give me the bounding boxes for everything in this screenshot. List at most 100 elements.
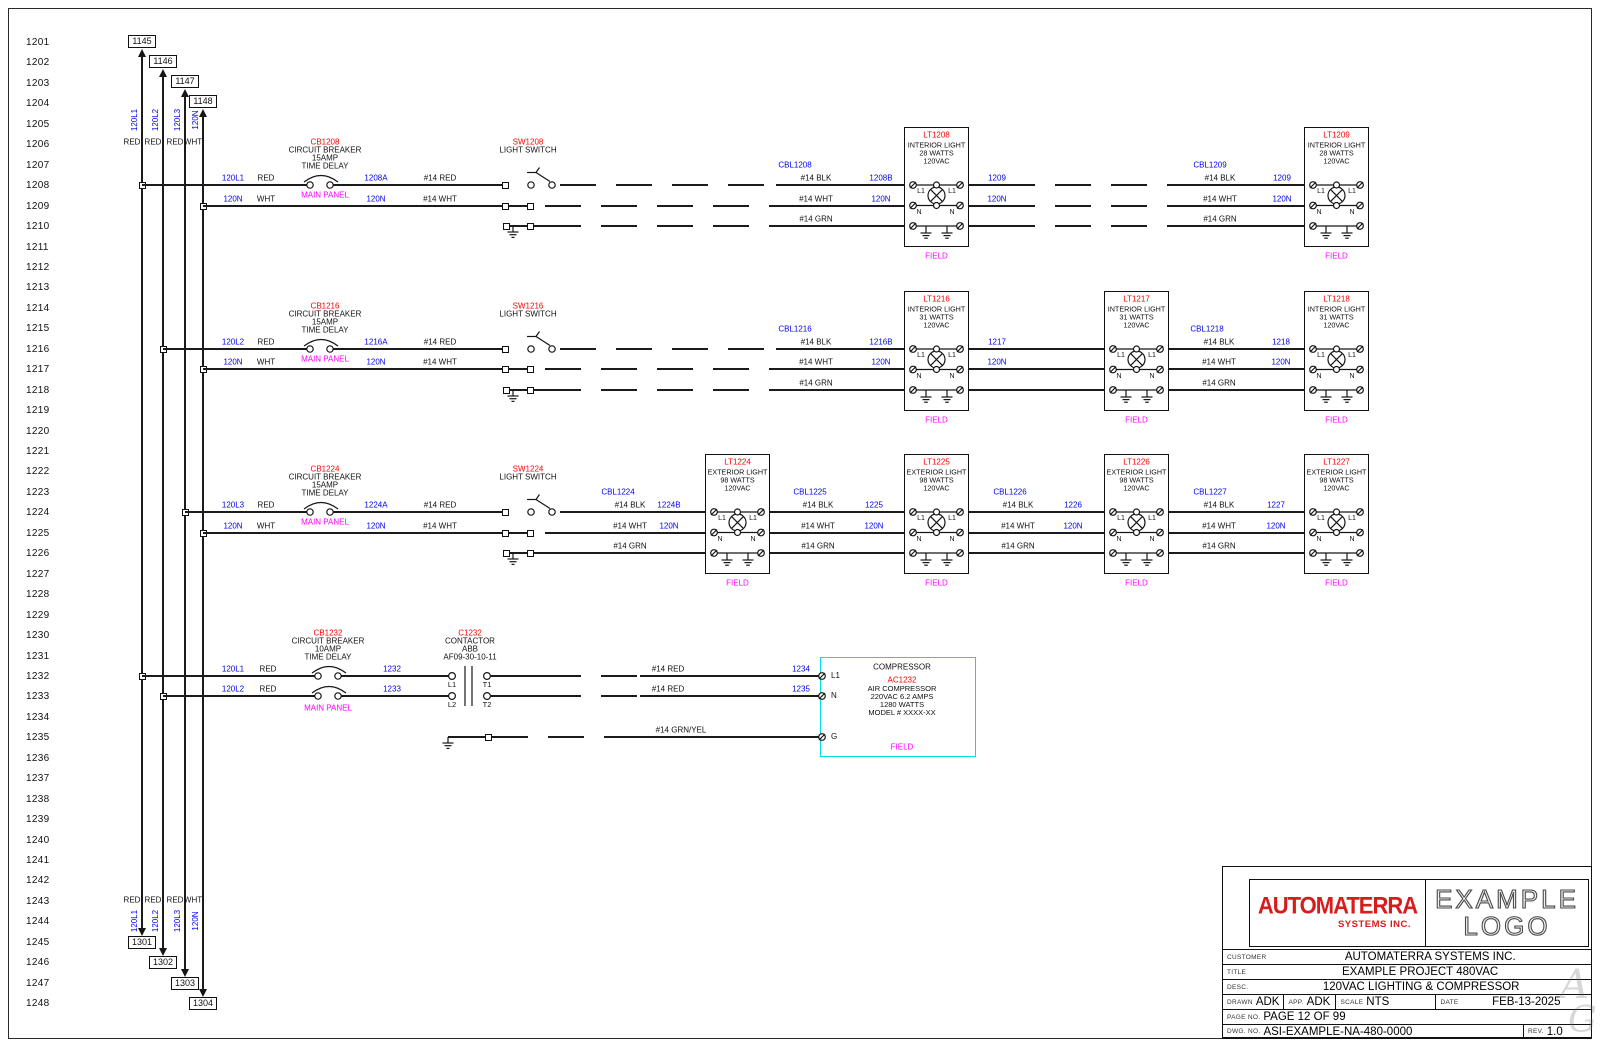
wire-dashed [1199,552,1203,554]
fixture-desc: EXTERIOR LIGHT [1306,467,1367,477]
terminal-label: N [1116,535,1122,543]
wire-label: 120N [1266,521,1286,531]
wire-label: CIRCUIT BREAKER [288,309,362,319]
terminal-label: L1 [1317,352,1325,359]
wire [776,184,914,186]
wire-dashed [545,675,640,677]
fixture-desc: 120VAC [1323,320,1350,330]
wire-label: #14 GRN [799,214,833,224]
wire-label: #14 GRN [799,378,833,388]
wire-label: WHT [256,357,276,367]
wire-label: TIME DELAY [304,652,352,662]
location-label: MAIN PANEL [301,190,349,200]
wire-dashed [999,184,1176,186]
fixture-desc: 120VAC [1123,320,1150,330]
wire-label: CIRCUIT BREAKER [288,472,362,482]
customer-label: CUSTOMER [1227,953,1267,961]
line-number: 1216 [26,344,50,355]
junction-square [502,222,510,230]
junction-square [502,386,510,394]
title-block: AUTOMATERRA SYSTEMS INC. EXAMPLE LOGO CU… [1222,866,1592,1039]
wire-label: #14 WHT [801,521,835,531]
terminal-label: N [750,535,756,543]
terminal-label: L1 [749,515,757,522]
cable-id: CBL1216 [778,324,812,334]
field-label: FIELD [1325,251,1348,261]
bus-color: RED [166,895,184,905]
cable-terminal-icon [818,692,826,700]
wire-dashed [800,511,804,513]
wire [961,225,999,227]
wire-dashed [545,389,776,391]
wire [1003,532,1114,534]
terminal-label: T1 [482,680,492,689]
wire [1161,532,1199,534]
line-number: 1226 [26,548,50,559]
line-number: 1247 [26,978,50,989]
wire-label: 120L2 [221,337,245,347]
wire-label: 1233 [383,684,401,694]
wire [762,511,800,513]
lamp-symbol [909,181,964,239]
wire [1161,389,1199,391]
wire-label: ABB [461,644,479,654]
wire [1161,511,1199,513]
cable-id: CBL1227 [1193,487,1227,497]
bus-color: RED [123,895,141,905]
breaker-symbol [303,174,339,189]
ground-symbol [507,390,519,402]
junction-square [501,529,509,537]
fixture-desc: 31 WATTS [1119,312,1154,322]
rev-label: REV. [1528,1028,1544,1035]
terminal-label: L1 [1317,188,1325,195]
offpage-reference: 1302 [149,955,177,969]
wire-label: RED [257,337,275,347]
line-number: 1246 [26,957,50,968]
wire-label: 1226 [1064,500,1082,510]
junction-square [526,365,534,373]
line-number: 1221 [26,446,50,457]
wire-label: LIGHT SWITCH [499,145,557,155]
line-number: 1212 [26,262,50,273]
wire-label: 1218 [1272,337,1290,347]
terminal-label: L1 [917,188,925,195]
wire-label: #14 RED [423,337,457,347]
wire-label: 1232 [383,664,401,674]
wire-label: 1216A [364,337,388,347]
wire [762,552,800,554]
fixture-id: LT1218 [1323,294,1350,304]
terminal-label: N [916,208,922,216]
bus-color: RED [144,137,162,147]
wire-dashed [545,532,577,534]
bus-color: RED [166,137,184,147]
wire [640,736,820,738]
line-number: 1222 [26,466,50,477]
wire [142,675,316,677]
line-number: 1211 [26,242,49,253]
wire-label: #14 WHT [613,521,647,531]
bus-tag: 120L1 [129,108,139,132]
wire-label: #14 WHT [423,194,457,204]
wire-label: #14 BLK [1002,500,1034,510]
wire-label: #14 WHT [799,357,833,367]
wire [961,511,999,513]
wire [577,532,715,534]
line-number: 1229 [26,610,50,621]
scale-label: SCALE [1340,998,1364,1006]
terminal-label: G [831,731,838,741]
line-number: 1231 [26,651,50,662]
line-number: 1206 [26,139,50,150]
desc-label: DESC. [1227,983,1249,991]
bus-tag: 120N [190,110,200,130]
dwg-value: ASI-EXAMPLE-NA-480-0000 [1263,1025,1413,1038]
junction-square [526,549,534,557]
wire [1161,368,1199,370]
wire-label: #14 WHT [1203,194,1237,204]
wire-label: 120N [366,194,386,204]
terminal-label: N [1116,372,1122,380]
cable-id: CBL1226 [993,487,1027,497]
switch-id: SW1208 [512,137,544,147]
line-number: 1239 [26,814,50,825]
wire-label: #14 BLK [614,500,646,510]
line-number: 1205 [26,119,50,130]
